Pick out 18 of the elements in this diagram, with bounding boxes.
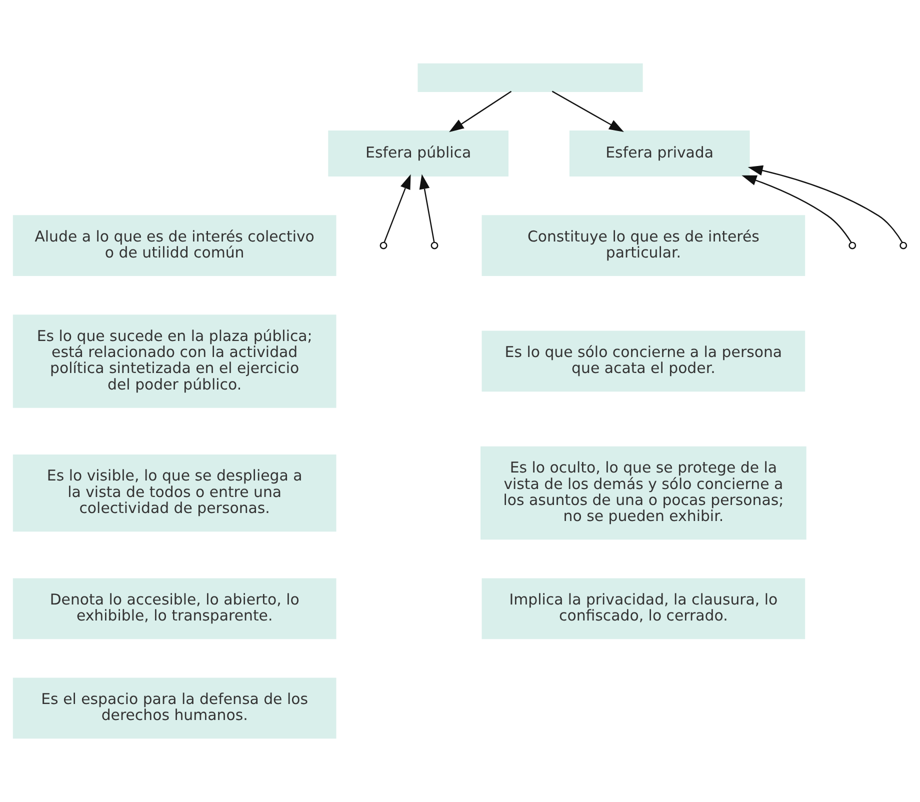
node-box: Es lo que sucede en la plaza pública; está relacionado con la actividad política sintetizada en el ejercicio del poder público. [12, 314, 336, 408]
arrow [419, 174, 435, 243]
node-box [418, 63, 643, 92]
arrow [449, 90, 512, 132]
node-box: Constituye lo que es de interés particular. [482, 215, 806, 276]
node-box: Es lo que sólo concierne a la persona que acata el poder. [482, 330, 806, 392]
arrow [384, 174, 411, 243]
node-box: Esfera privada [569, 130, 750, 177]
node-box: Denota lo accesible, lo abierto, lo exhibible, lo transparente. [12, 578, 336, 640]
arrow [742, 175, 852, 243]
node-box: Implica la privacidad, la clausura, lo confiscado, lo cerrado. [482, 578, 806, 640]
arrow [552, 90, 624, 132]
arrow [748, 165, 903, 243]
node-box: Alude a lo que es de interés colectivo o de utilidd común [12, 215, 336, 276]
node-box: Esfera pública [328, 130, 508, 177]
node-box: Es el espacio para la defensa de los derechos humanos. [12, 678, 336, 739]
node-box: Es lo oculto, lo que se protege de la vista de los demás y sólo concierne a los asuntos de una o pocas personas; no se pueden exhibir. [480, 446, 806, 540]
node-box: Es lo visible, lo que se despliega a la vista de todos o entre una colectividad de personas. [12, 454, 336, 532]
